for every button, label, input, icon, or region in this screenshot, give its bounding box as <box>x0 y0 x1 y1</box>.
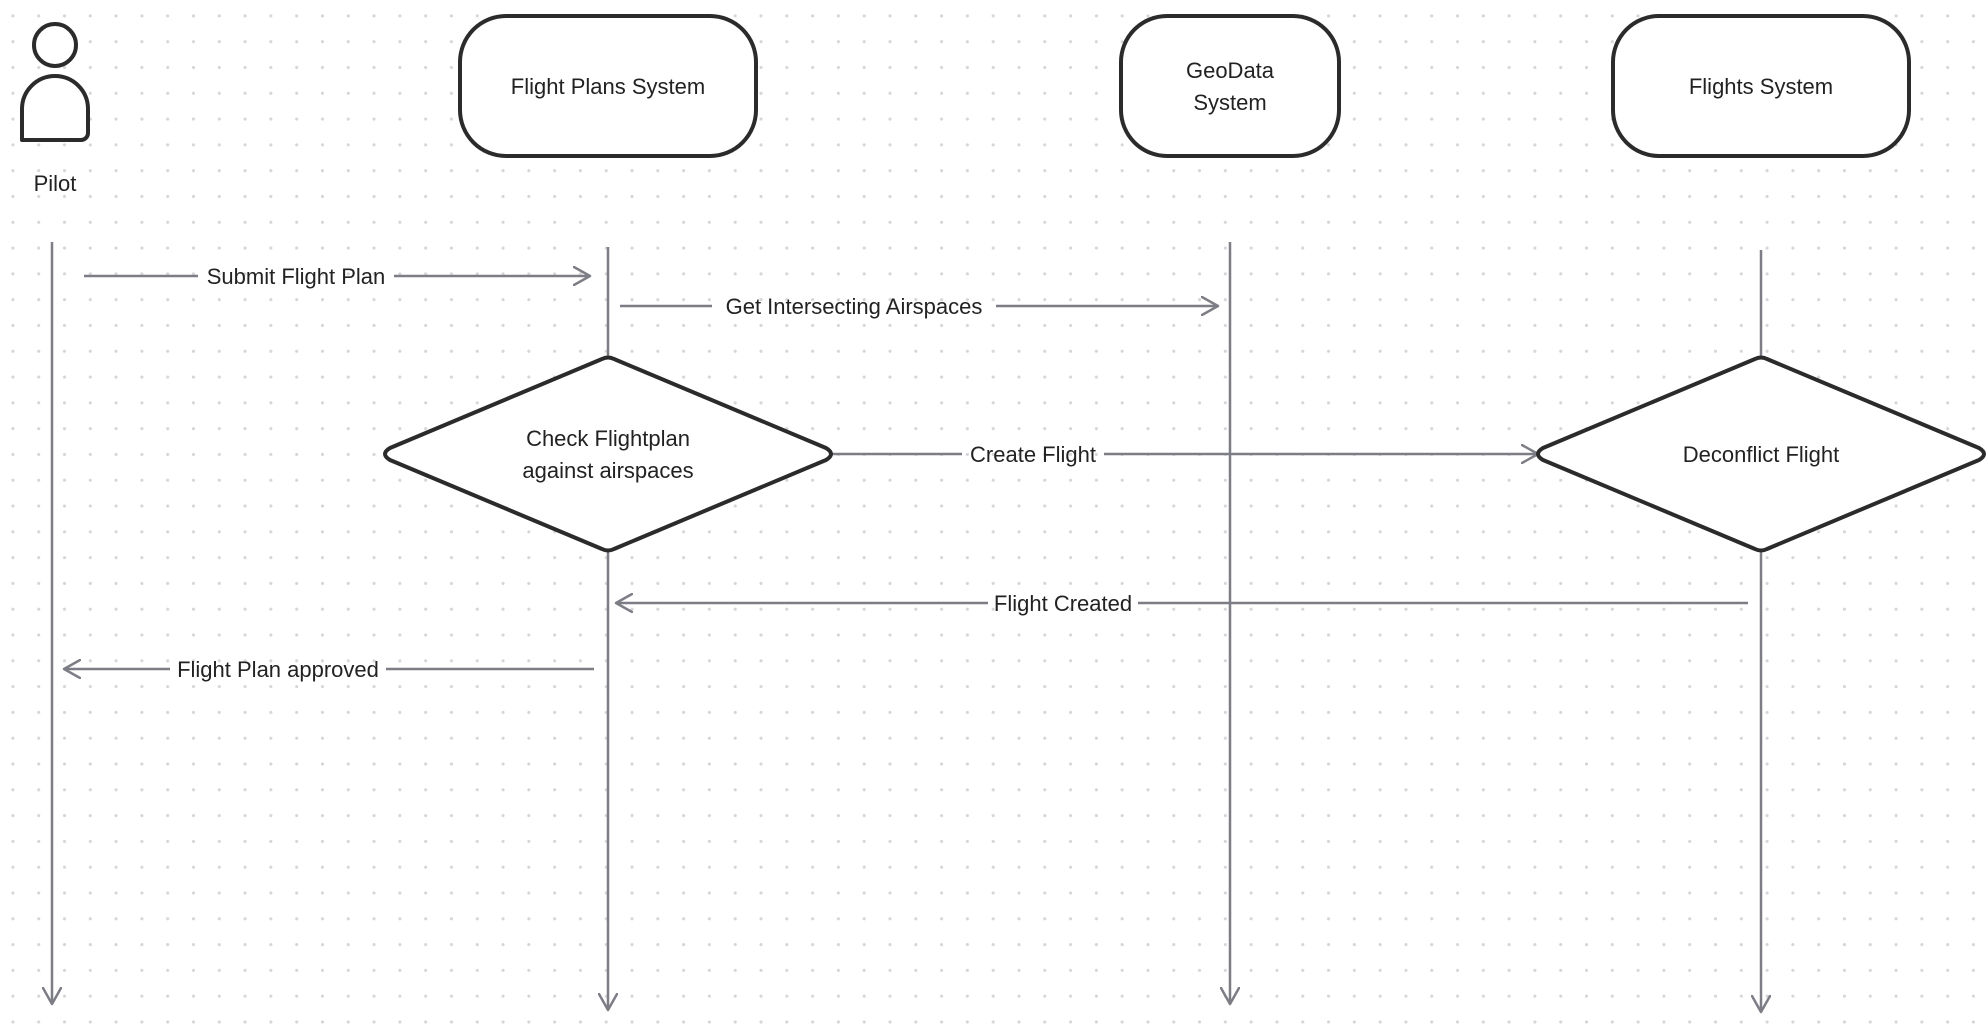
participant-flights-system[interactable]: Flights System <box>1611 14 1911 158</box>
actor-body-icon <box>20 74 90 142</box>
participant-label-line2: System <box>1193 90 1266 115</box>
actor-head-icon <box>32 22 78 68</box>
message-airspaces-label: Get Intersecting Airspaces <box>726 294 983 319</box>
message-approved-label: Flight Plan approved <box>177 657 379 682</box>
decision-check-flightplan[interactable]: Check Flightplan against airspaces <box>383 355 833 553</box>
participant-geodata-system[interactable]: GeoData System <box>1119 14 1341 158</box>
participant-flight-plans-system[interactable]: Flight Plans System <box>458 14 758 158</box>
actor-pilot[interactable]: Pilot <box>20 22 90 196</box>
decision-label: Deconflict Flight <box>1683 442 1840 467</box>
decision-label-line1: Check Flightplan <box>526 426 690 451</box>
participant-label: Flights System <box>1689 74 1833 99</box>
message-create-label: Create Flight <box>970 442 1096 467</box>
participant-label-line1: GeoData <box>1186 58 1275 83</box>
message-submit-label: Submit Flight Plan <box>207 264 386 289</box>
decision-label-line2: against airspaces <box>522 458 693 483</box>
participant-label: Flight Plans System <box>511 74 705 99</box>
message-created-label: Flight Created <box>994 591 1132 616</box>
actor-label: Pilot <box>34 171 77 196</box>
decision-deconflict-flight[interactable]: Deconflict Flight <box>1536 355 1986 553</box>
